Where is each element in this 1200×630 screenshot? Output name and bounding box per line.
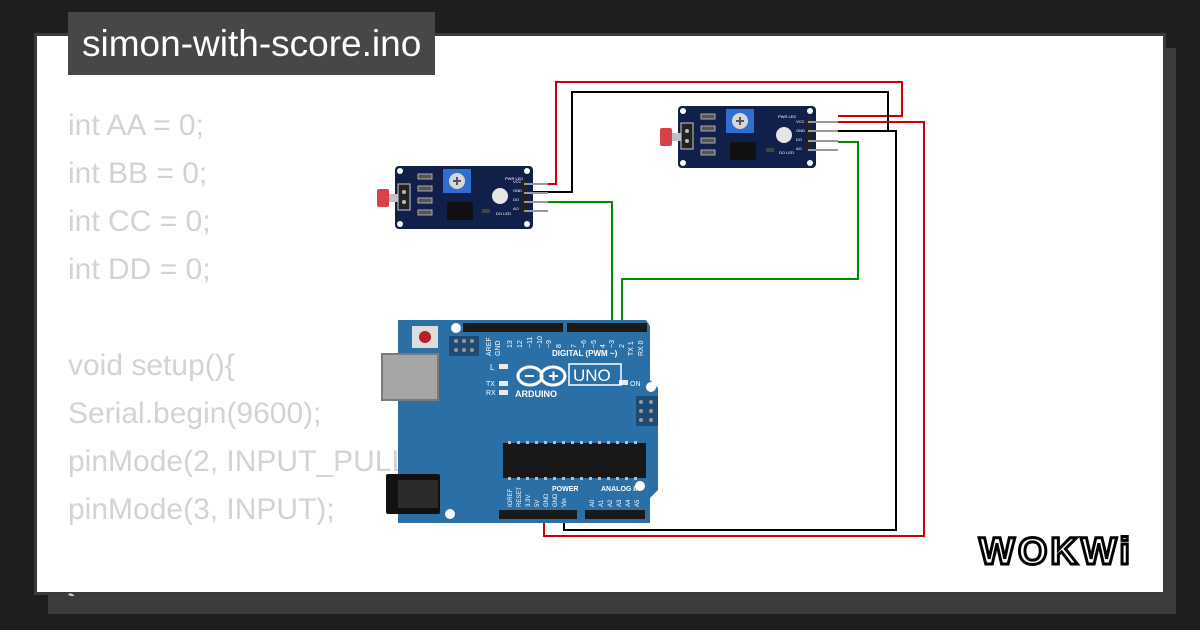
sensor-led-do-label: DO LED (779, 150, 794, 155)
pin-label: A0 (590, 499, 596, 507)
wire-signal-sensor2[interactable] (621, 141, 859, 326)
sensor-led-pwr-label: PWR LED (778, 114, 796, 119)
pin-label: GND (544, 493, 550, 507)
wire-signal-sensor1[interactable] (528, 201, 613, 326)
led-on-label: ON (630, 381, 641, 388)
code-line: void setup(){ (68, 349, 235, 382)
code-line: int CC = 0; (68, 205, 211, 238)
wire-ground-sensor2[interactable] (563, 130, 897, 531)
code-line: pinMode(3, INPUT); (68, 493, 335, 526)
pin-label: IOREF (508, 488, 514, 507)
led-tx-label: TX (486, 381, 495, 388)
code-line: int BB = 0; (68, 157, 208, 190)
photoresistor-icon (660, 128, 672, 146)
arduino-uno-board[interactable]: AREF GND 13 12 ~11 ~10 ~9 8 7 ~6 ~5 4 ~3… (381, 320, 658, 523)
pin-label: 5V (535, 500, 541, 507)
project-title[interactable]: simon-with-score.ino (68, 12, 436, 75)
pin-label: 8 (556, 344, 563, 348)
code-preview: int AA = 0; int BB = 0; int CC = 0; int … (68, 102, 413, 596)
pin-label: RESET (517, 487, 523, 507)
power-header[interactable] (499, 510, 577, 519)
code-line: int AA = 0; (68, 109, 204, 142)
pin-label: GND (553, 493, 559, 507)
pin-label: ~5 (591, 340, 598, 348)
led-l-label: L (490, 363, 495, 372)
power-header-label: POWER (552, 486, 578, 493)
wokwi-logo[interactable]: WOKWi (977, 522, 1147, 578)
pin-label: RX 0 (638, 340, 645, 356)
photoresistor-icon (377, 189, 389, 207)
pin-label: 4 (600, 344, 607, 348)
led-on-icon (619, 380, 628, 385)
digital-header-right[interactable] (567, 323, 647, 332)
sensor-pin-label: GND (513, 188, 522, 193)
pin-label: ~11 (527, 337, 534, 348)
wokwi-logo-text: WOKWi (979, 531, 1133, 573)
pin-label: 12 (517, 340, 524, 348)
pin-label: 2 (619, 344, 626, 348)
light-sensor-module-2[interactable]: PWR LED DO LED VCC GND DO AO (660, 106, 838, 168)
pin-label: A2 (608, 499, 614, 507)
analog-header-label: ANALOG IN (601, 486, 640, 493)
led-l-icon (499, 364, 508, 369)
sensor-pin-label: GND (796, 128, 805, 133)
pin-label: A3 (617, 499, 623, 507)
sensor-led-pwr-label: PWR LED (505, 176, 523, 181)
digital-header-left[interactable] (463, 323, 563, 332)
code-line: pinMode(2, INPUT_PULLUP); (68, 445, 413, 478)
digital-header-label: DIGITAL (PWM ~) (552, 349, 618, 358)
pin-label: ~10 (537, 336, 544, 348)
digital-pin-labels: AREF GND 13 12 ~11 ~10 ~9 8 7 ~6 ~5 4 ~3… (486, 336, 645, 356)
code-line: Serial.begin(9600); (68, 397, 322, 430)
pin-label: AREF (486, 337, 493, 356)
atmega-chip (503, 443, 646, 478)
led-icon (776, 127, 792, 143)
sensor-pin-label: VCC (796, 119, 805, 124)
arduino-infinity-icon (516, 365, 567, 387)
sensor-pin-label: AO (513, 206, 519, 211)
sensor-pin-label: DO (513, 197, 519, 202)
pin-label: 7 (571, 344, 578, 348)
sensor-led-do-label: DO LED (496, 211, 511, 216)
pin-label: A4 (626, 499, 632, 507)
arduino-model-label: UNO (573, 366, 611, 385)
sensor-pin-label: DO (796, 137, 802, 142)
led-rx-icon (499, 390, 508, 395)
power-pin-labels: IOREF RESET 3.3V 5V GND GND Vin (508, 487, 568, 507)
pin-label: ~3 (609, 340, 616, 348)
sensor-pin-label: VCC (513, 179, 522, 184)
code-line: int DD = 0; (68, 253, 211, 286)
pin-label: GND (495, 340, 502, 356)
analog-header[interactable] (585, 510, 645, 519)
pin-label: TX 1 (628, 341, 635, 356)
pin-label: Vin (562, 498, 568, 507)
led-icon (492, 188, 508, 204)
pin-label: A5 (635, 499, 641, 507)
code-line: } (68, 582, 413, 596)
usb-port[interactable] (381, 353, 439, 401)
sensor-pin-label: AO (796, 146, 802, 151)
arduino-brand-label: ARDUINO (515, 389, 557, 399)
pin-label: ~9 (546, 340, 553, 348)
led-rx-label: RX (486, 390, 496, 397)
pin-label: A1 (599, 499, 605, 507)
wire-power-sensor2[interactable] (543, 121, 925, 537)
led-tx-icon (499, 381, 508, 386)
light-sensor-module-1[interactable]: PWR LED DO LED VCC GND DO AO (377, 166, 548, 229)
analog-pin-labels: A0 A1 A2 A3 A4 A5 (590, 499, 641, 507)
pin-label: ~6 (581, 340, 588, 348)
pin-label: 3.3V (526, 495, 532, 507)
pin-label: 13 (507, 340, 514, 348)
